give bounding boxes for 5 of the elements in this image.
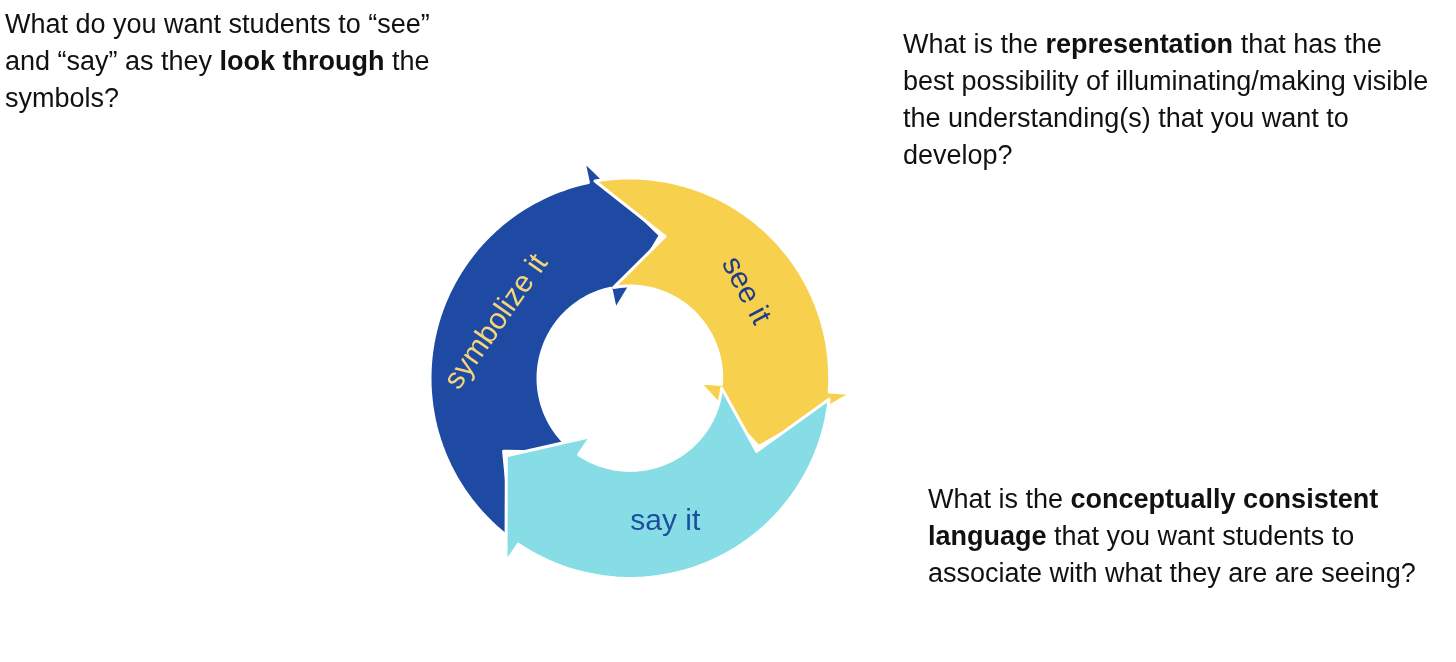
question-text: What is the conceptually consistent language that you want students to associate with what they are are seeing? bbox=[928, 483, 1417, 590]
arrow-label: say it bbox=[630, 502, 701, 537]
question-text: What is the representation that has the best possibility of illuminating/making visible the understanding(s) that you want to develop? bbox=[903, 28, 1430, 172]
arrow-label: see it bbox=[714, 250, 779, 330]
question-text: What do you want students to “see” and “say” as they look through the symbols? bbox=[5, 8, 431, 115]
